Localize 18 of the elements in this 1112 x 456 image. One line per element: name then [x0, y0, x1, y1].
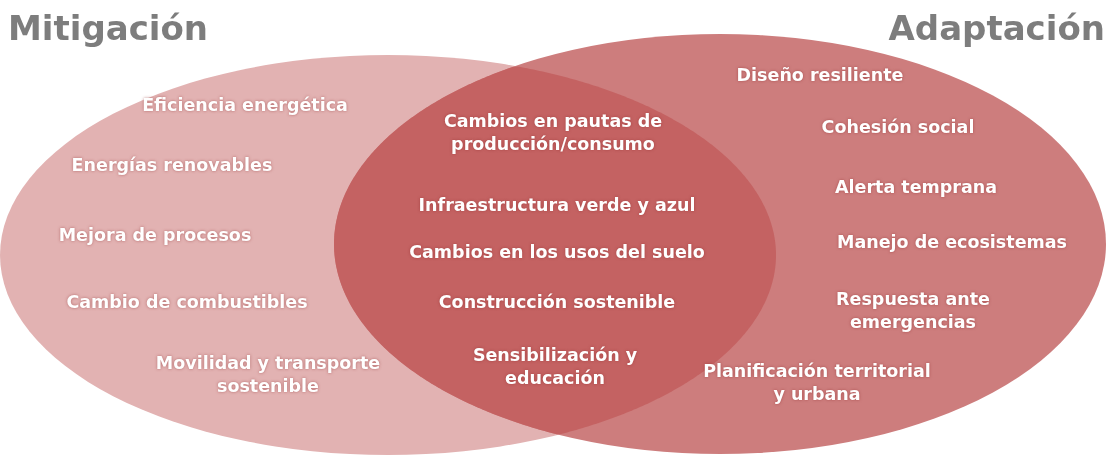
item-label: Alerta temprana: [835, 175, 997, 199]
item-label: Mejora de procesos: [58, 223, 252, 247]
item-label: Eficiencia energética: [142, 93, 348, 117]
item-label: Respuesta ante emergencias: [835, 288, 991, 334]
item-label: Manejo de ecosistemas: [837, 230, 1067, 254]
set-heading: Adaptación: [888, 6, 1105, 50]
item-label: Infraestructura verde y azul: [418, 193, 696, 217]
set-heading: Mitigación: [8, 6, 209, 50]
item-label: Sensibilización y educación: [471, 344, 639, 390]
item-label: Cambios en pautas de producción/consumo: [442, 110, 664, 156]
item-label: Cambios en los usos del suelo: [409, 240, 705, 264]
item-label: Movilidad y transporte sostenible: [154, 352, 382, 398]
item-label: Construcción sostenible: [438, 290, 676, 314]
item-label: Cambio de combustibles: [66, 290, 308, 314]
item-label: Diseño resiliente: [736, 63, 904, 87]
item-label: Planificación territorial y urbana: [702, 360, 932, 406]
item-label: Energías renovables: [71, 153, 273, 177]
item-label: Cohesión social: [821, 115, 975, 139]
